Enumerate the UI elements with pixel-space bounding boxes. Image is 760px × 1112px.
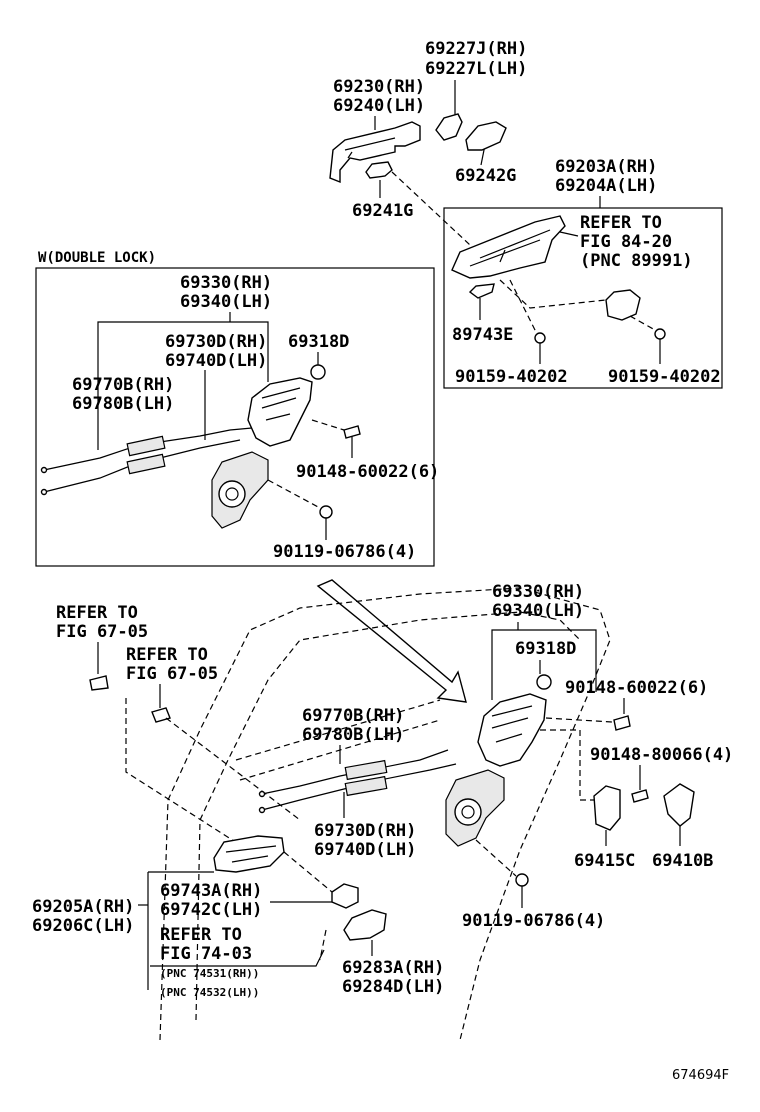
inset-label-69340: 69340(LH)	[180, 292, 272, 312]
door-label-69780b: 69780B(LH)	[302, 725, 404, 745]
inset-label-69330: 69330(RH)	[180, 273, 272, 293]
refer-74-03-line1: REFER TO	[160, 925, 242, 945]
inset-screw-90119	[319, 505, 333, 519]
double-lock-inset: W(DOUBLE LOCK) 69330(RH) 69340(LH) 69730…	[35, 250, 439, 567]
inset-label-69770b: 69770B(RH)	[72, 375, 174, 395]
key-cylinder	[605, 289, 641, 321]
cylinder-cap	[435, 113, 463, 141]
refer-74-03-line2: FIG 74-03	[160, 944, 252, 964]
label-69203a: 69203A(RH)	[555, 157, 657, 177]
door-label-69283a: 69283A(RH)	[342, 958, 444, 978]
door-label-69415c: 69415C	[574, 851, 635, 871]
label-w-double-lock: W(DOUBLE LOCK)	[38, 250, 156, 266]
inset-grommet-69318d	[310, 364, 326, 380]
bolt-90159-b	[654, 328, 666, 340]
door-label-90148-60022: 90148-60022(6)	[565, 678, 708, 698]
inset-label-69730d: 69730D(RH)	[165, 332, 267, 352]
inset-label-90119: 90119-06786(4)	[273, 542, 416, 562]
inset-label-69318d: 69318D	[288, 332, 349, 352]
door-label-69743a: 69743A(RH)	[160, 881, 262, 901]
label-69241g: 69241G	[352, 201, 413, 221]
pnc-74531: (PNC 74531(RH))	[160, 967, 259, 980]
plate-69410b	[663, 783, 695, 827]
door-label-69730d: 69730D(RH)	[314, 821, 416, 841]
door-screw-90148-60022	[613, 715, 631, 731]
label-69242g: 69242G	[455, 166, 516, 186]
refer-67-05a-line1: REFER TO	[56, 603, 138, 623]
label-69204a: 69204A(LH)	[555, 176, 657, 196]
bolt-refer-67-05b	[151, 707, 171, 723]
refer-67-05b-line2: FIG 67-05	[126, 664, 218, 684]
refer-67-05a-line2: FIG 67-05	[56, 622, 148, 642]
door-label-69330: 69330(RH)	[492, 582, 584, 602]
inside-handle	[213, 835, 285, 873]
door-label-90148-80066: 90148-80066(4)	[590, 745, 733, 765]
door-label-69742c: 69742C(LH)	[160, 900, 262, 920]
double-lock-box	[35, 267, 435, 567]
figure-id: 674694F	[672, 1068, 729, 1083]
door-label-69410b: 69410B	[652, 851, 713, 871]
door-label-69740d: 69740D(LH)	[314, 840, 416, 860]
outside-handle-frame	[329, 121, 421, 184]
refer-84-20-line1: REFER TO	[580, 213, 662, 233]
refer-84-20-line3: (PNC 89991)	[580, 251, 693, 271]
door-grommet-69318d	[536, 674, 552, 690]
bracket-89743e	[468, 283, 495, 299]
door-label-90119: 90119-06786(4)	[462, 911, 605, 931]
label-90159-a: 90159-40202	[455, 367, 568, 387]
inset-pointer-arrow	[316, 579, 467, 703]
bolt-90159-a	[534, 332, 546, 344]
door-assembly: REFER TO FIG 67-05 REFER TO FIG 67-05 69…	[32, 582, 733, 1041]
door-outline	[159, 587, 611, 1041]
door-lock-housing	[477, 693, 547, 767]
label-90159-b: 90159-40202	[608, 367, 721, 387]
carrier-box	[443, 207, 723, 389]
plate-69415c	[593, 785, 621, 831]
door-screw-90119	[515, 873, 529, 887]
door-label-69340: 69340(LH)	[492, 601, 584, 621]
door-screw-90148-80066	[631, 789, 649, 803]
door-label-69205a: 69205A(RH)	[32, 897, 134, 917]
label-89743e: 89743E	[452, 325, 513, 345]
door-label-69206c: 69206C(LH)	[32, 916, 134, 936]
label-69227j: 69227J(RH)	[425, 39, 527, 59]
inset-screw-90148	[343, 425, 361, 439]
label-69227l: 69227L(LH)	[425, 59, 527, 79]
handle-cover	[465, 121, 507, 151]
inset-label-90148: 90148-60022(6)	[296, 462, 439, 482]
outside-handle-group: 69227J(RH) 69227L(LH) 69230(RH) 69240(LH…	[329, 39, 723, 389]
label-69230: 69230(RH)	[333, 77, 425, 97]
door-label-69318d: 69318D	[515, 639, 576, 659]
refer-84-20-line2: FIG 84-20	[580, 232, 672, 252]
handle-pad	[365, 161, 393, 179]
inset-motor-gear	[218, 480, 246, 508]
handle-bezel-69743a	[331, 883, 359, 909]
door-motor-gear	[454, 798, 482, 826]
refer-67-05b-line1: REFER TO	[126, 645, 208, 665]
inset-label-69780b: 69780B(LH)	[72, 394, 174, 414]
handle-cover-69283a	[343, 909, 387, 941]
inset-lock-housing	[247, 377, 313, 447]
pnc-74532: (PNC 74532(LH))	[160, 986, 259, 999]
label-69240: 69240(LH)	[333, 96, 425, 116]
door-label-69284d: 69284D(LH)	[342, 977, 444, 997]
inset-label-69740d: 69740D(LH)	[165, 351, 267, 371]
door-label-69770b: 69770B(RH)	[302, 706, 404, 726]
bolt-refer-67-05a	[89, 675, 109, 691]
